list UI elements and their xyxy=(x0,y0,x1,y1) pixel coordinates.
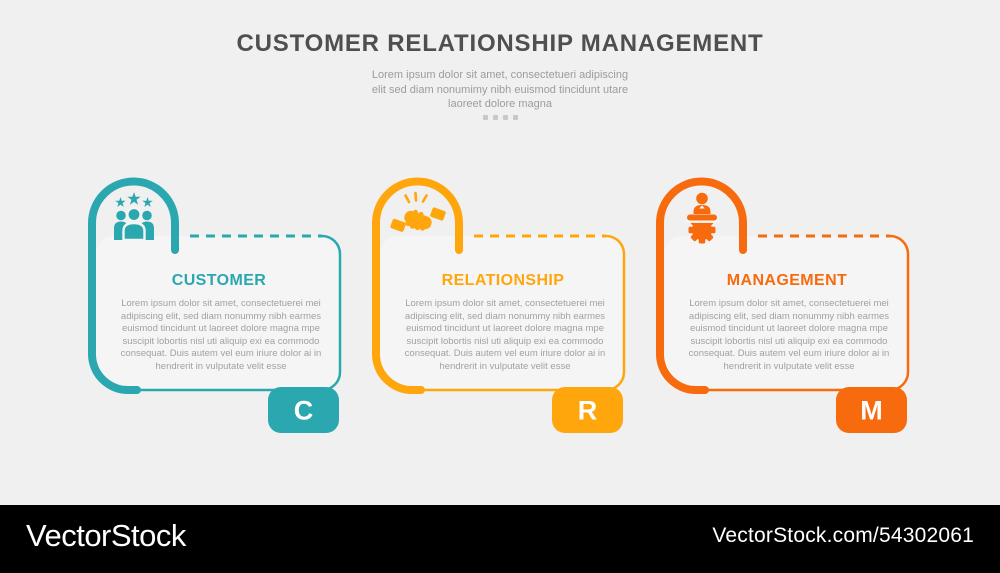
badge-letter: R xyxy=(578,396,598,426)
dot xyxy=(492,115,498,120)
card-title: CUSTOMER xyxy=(171,272,267,289)
card-title: RELATIONSHIP xyxy=(441,272,565,289)
page-subtitle: Lorem ipsum dolor sit amet, consectetuer… xyxy=(350,68,650,112)
dot xyxy=(502,115,508,120)
card-frame: R xyxy=(372,177,626,433)
card-swoosh-outline xyxy=(372,177,463,394)
card-body-text: Lorem ipsum dolor sit amet, consectetuer… xyxy=(120,298,322,372)
card-frame: C xyxy=(88,177,342,433)
card-management: M MAN xyxy=(654,176,914,438)
watermark-bar: VectorStock VectorStock.com/54302061 xyxy=(0,505,1000,573)
vectorstock-url: VectorStock.com/54302061 xyxy=(712,524,974,547)
card-background xyxy=(664,236,908,390)
badge-letter: M xyxy=(860,396,883,426)
dot xyxy=(512,115,518,120)
card-swoosh-outline xyxy=(88,177,179,394)
card-frame: M xyxy=(656,177,910,433)
page-title: CUSTOMER RELATIONSHIP MANAGEMENT xyxy=(236,30,764,57)
subtitle-line: Lorem ipsum dolor sit amet, consectetuer… xyxy=(371,69,629,81)
letter-badge xyxy=(836,387,907,433)
subtitle-line: laoreet dolore magna xyxy=(448,98,552,110)
badge-letter: C xyxy=(294,396,314,426)
card-background xyxy=(380,236,624,390)
card-body-text: Lorem ipsum dolor sit amet, consectetuer… xyxy=(404,298,606,372)
dot xyxy=(482,115,488,120)
card-title: MANAGEMENT xyxy=(726,272,848,289)
letter-badge xyxy=(268,387,339,433)
card-background xyxy=(96,236,340,390)
letter-badge xyxy=(552,387,623,433)
card-customer: C CUSTOMER Lorem ipsum dolor sit amet, c… xyxy=(86,176,346,438)
card-swoosh-outline xyxy=(656,177,747,394)
decorative-dots xyxy=(0,115,1000,120)
vectorstock-logo: VectorStock xyxy=(26,518,186,553)
card-body-text: Lorem ipsum dolor sit amet, consectetuer… xyxy=(688,298,890,372)
card-relationship: R RELATIONSHIP Lorem ip xyxy=(370,176,630,438)
subtitle-line: elit sed diam nonumimy nibh euismod tinc… xyxy=(371,83,629,96)
